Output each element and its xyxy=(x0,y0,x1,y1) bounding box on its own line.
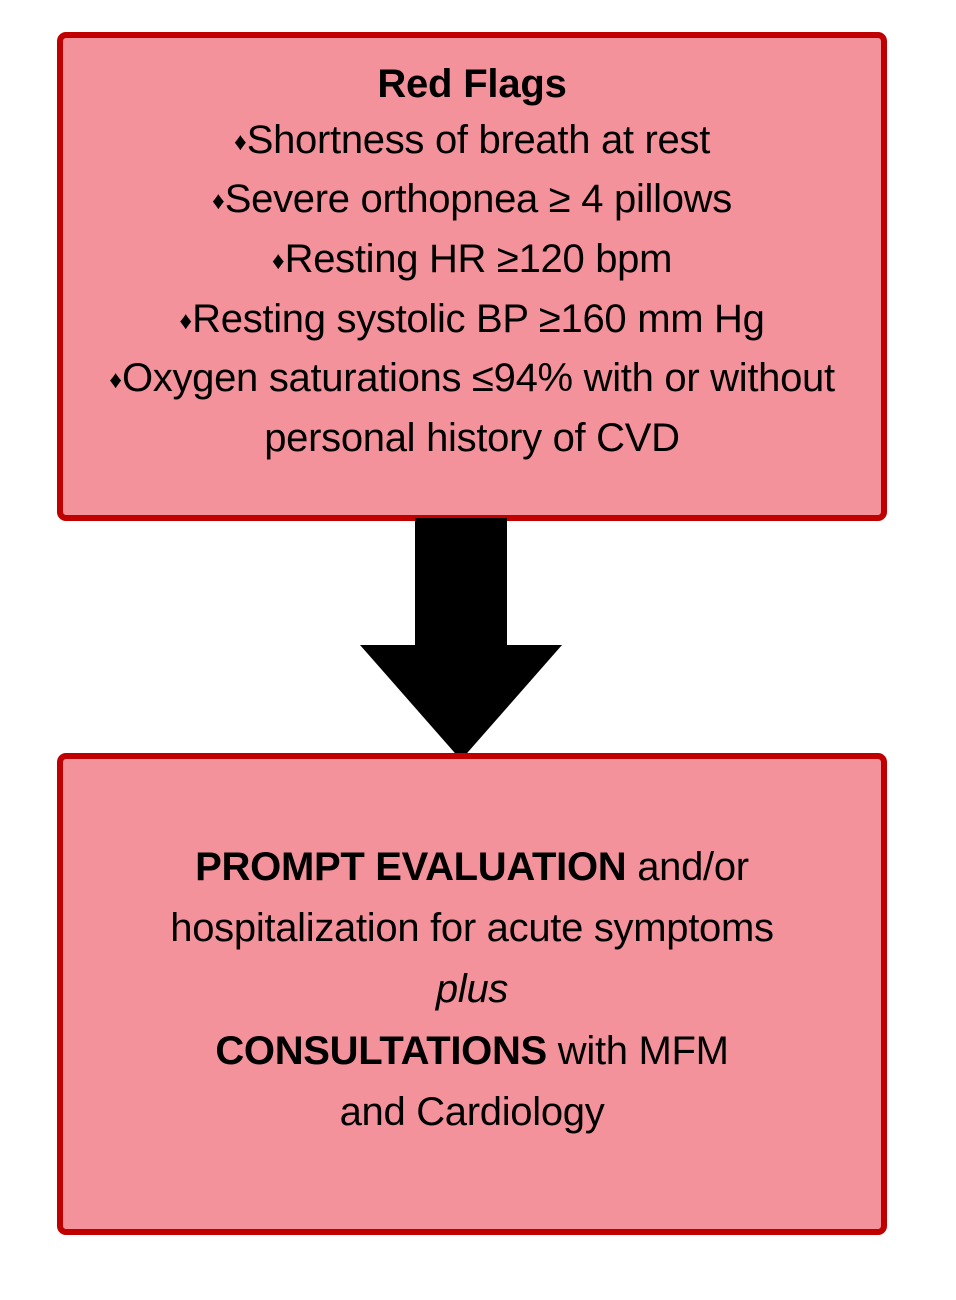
list-item: ♦Shortness of breath at rest xyxy=(77,111,867,171)
diamond-bullet-icon: ♦ xyxy=(109,366,122,395)
diamond-bullet-icon: ♦ xyxy=(212,187,225,216)
list-item-label: Shortness of breath at rest xyxy=(246,117,711,162)
red-flags-content: Red Flags ♦Shortness of breath at rest ♦… xyxy=(63,38,881,468)
arrow-shape xyxy=(360,518,562,760)
red-flags-box: Red Flags ♦Shortness of breath at rest ♦… xyxy=(57,32,887,521)
down-arrow-icon xyxy=(360,518,562,760)
action-line-5: and Cardiology xyxy=(339,1089,605,1134)
diamond-bullet-icon: ♦ xyxy=(271,246,285,275)
action-line-4-tail: with MFM xyxy=(546,1028,729,1073)
list-item: ♦Resting HR ≥120 bpm xyxy=(77,230,867,290)
prompt-evaluation-emphasis: PROMPT EVALUATION xyxy=(195,845,627,889)
action-box: PROMPT EVALUATION and/or hospitalization… xyxy=(57,753,887,1235)
red-flags-title: Red Flags xyxy=(377,62,567,106)
list-item-label: Resting systolic BP ≥160 mm Hg xyxy=(192,296,765,341)
action-line-2: hospitalization for acute symptoms xyxy=(170,906,774,951)
list-item-label: Severe orthopnea ≥ 4 pillows xyxy=(224,177,732,222)
action-line-1-tail: and/or xyxy=(626,845,749,889)
list-item: ♦Oxygen saturations ≤94% with or without… xyxy=(77,349,867,468)
diamond-bullet-icon: ♦ xyxy=(179,306,193,335)
red-flags-list: ♦Shortness of breath at rest ♦Severe ort… xyxy=(77,111,867,469)
list-item: ♦Resting systolic BP ≥160 mm Hg xyxy=(77,290,867,350)
list-item-label: Oxygen saturations ≤94% with or without … xyxy=(121,356,835,460)
list-item-label: Resting HR ≥120 bpm xyxy=(284,236,673,281)
action-line-3-plus: plus xyxy=(435,967,509,1012)
consultations-emphasis: CONSULTATIONS xyxy=(215,1028,547,1073)
diamond-bullet-icon: ♦ xyxy=(233,127,247,156)
list-item: ♦Severe orthopnea ≥ 4 pillows xyxy=(77,170,867,230)
action-line-1: PROMPT EVALUATION and/or xyxy=(87,837,857,898)
action-box-content: PROMPT EVALUATION and/or hospitalization… xyxy=(63,759,881,1143)
action-line-4: CONSULTATIONS with MFM xyxy=(87,1021,857,1082)
